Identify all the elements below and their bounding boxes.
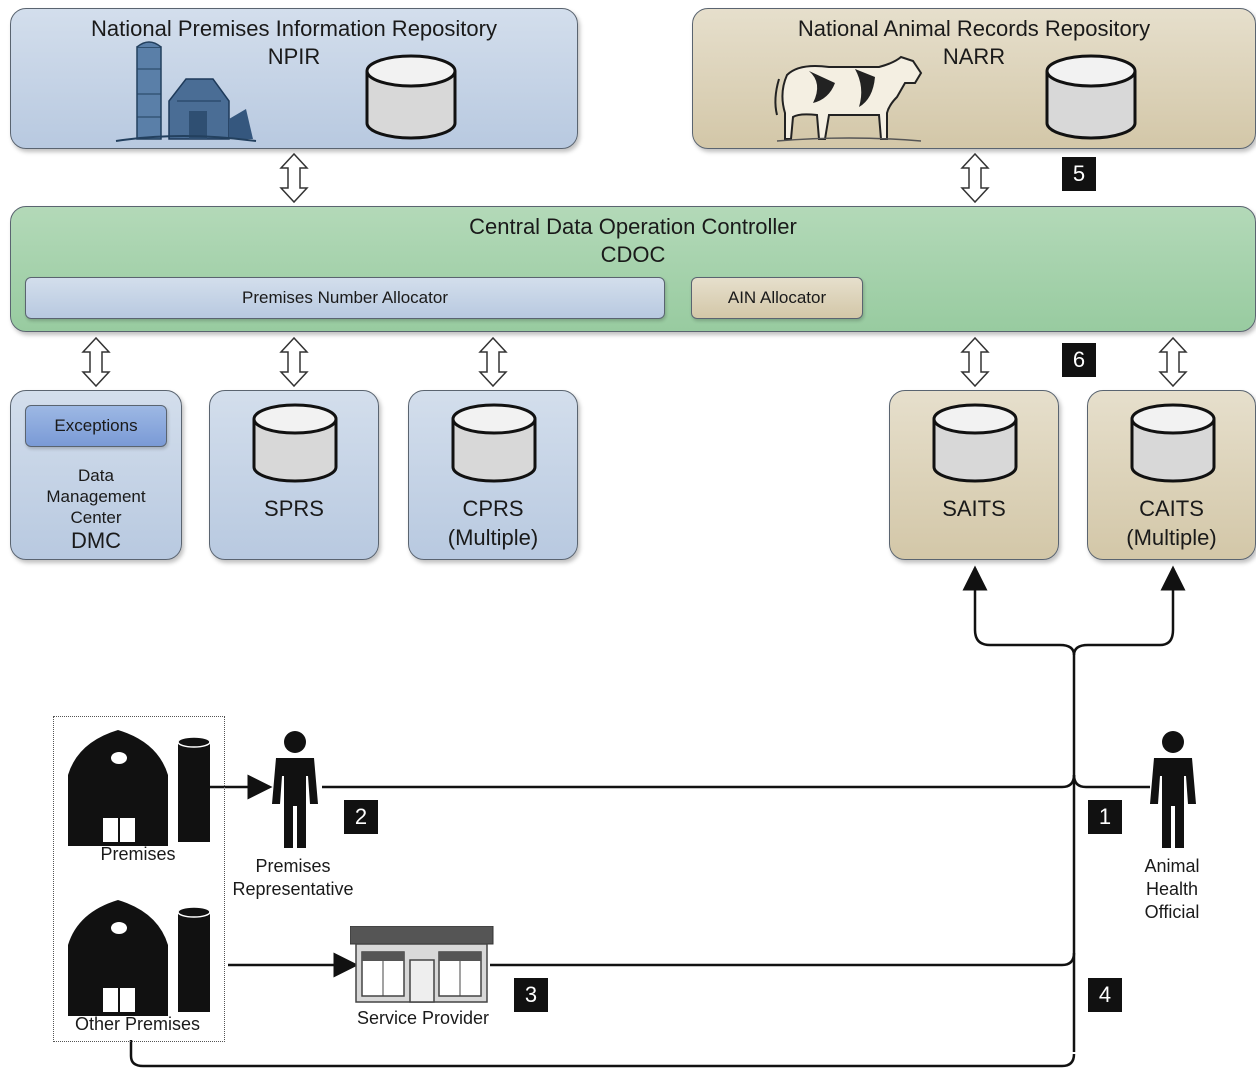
dmc-abbr: DMC: [70, 528, 122, 553]
aho-line3: Official: [1144, 902, 1200, 922]
aho-to-trunk-line: [1072, 774, 1150, 789]
farm-silo-illustration: [115, 41, 257, 142]
service-provider-storefront-icon: [350, 926, 494, 1003]
caits-feed-line: [1072, 565, 1186, 656]
cdoc-cprs-link: [479, 337, 507, 387]
saits-label: SAITS: [942, 496, 1006, 521]
cprs-database-icon: [451, 403, 537, 483]
step-badge-5: 5: [1062, 157, 1096, 191]
cdoc-sprs-link: [280, 337, 308, 387]
cdoc-title: Central Data Operation Controller: [469, 214, 797, 239]
provider-to-trunk-line: [490, 952, 1076, 967]
step-badge-1: 1: [1088, 800, 1122, 834]
cprs-sub: (Multiple): [447, 525, 539, 550]
cprs-label: CPRS: [462, 496, 524, 521]
saits-feed-line: [962, 565, 1076, 656]
narr-title: National Animal Records Repository: [797, 16, 1151, 41]
step-badge-3: 3: [514, 978, 548, 1012]
dmc-line1: Data: [78, 466, 114, 485]
caits-box: CAITS (Multiple): [1087, 390, 1256, 560]
premises-group: [53, 716, 225, 1042]
cdoc-box: Central Data Operation Controller CDOC P…: [10, 206, 1256, 332]
narr-box: National Animal Records Repository NARR: [692, 8, 1256, 149]
animal-health-official-person-icon: [1150, 731, 1196, 848]
cdoc-abbr: CDOC: [600, 242, 666, 267]
sprs-label: SPRS: [264, 496, 324, 521]
dmc-line3: Center: [70, 508, 122, 527]
service-provider-label: Service Provider: [356, 1008, 490, 1028]
npir-title: National Premises Information Repository: [91, 16, 497, 41]
premises-representative-person-icon: [272, 731, 318, 848]
ain-allocator: AIN Allocator: [691, 277, 863, 319]
aho-line2: Health: [1145, 879, 1199, 899]
other-premises-label: Other Premises: [74, 1014, 201, 1034]
narr-database-icon: [1045, 54, 1137, 140]
step-badge-2: 2: [344, 800, 378, 834]
rep-line1: Premises: [255, 856, 331, 876]
premises-number-allocator: Premises Number Allocator: [25, 277, 665, 319]
npir-database-icon: [365, 54, 457, 140]
cow-illustration: [774, 55, 923, 142]
step-badge-4: 4: [1088, 978, 1122, 1012]
premises-label: Premises: [100, 844, 176, 864]
other-premises-barn-icon: [68, 900, 211, 1016]
saits-box: SAITS: [889, 390, 1059, 560]
npir-abbr: NPIR: [267, 44, 321, 69]
caits-sub: (Multiple): [1126, 525, 1217, 550]
narr-cdoc-link: [961, 153, 989, 203]
cdoc-caits-link: [1159, 337, 1187, 387]
sprs-box: SPRS: [209, 390, 379, 560]
npir-cdoc-link: [280, 153, 308, 203]
exceptions-box: Exceptions: [25, 405, 167, 447]
dmc-line2: Management: [46, 487, 146, 506]
sprs-database-icon: [252, 403, 338, 483]
narr-abbr: NARR: [942, 44, 1006, 69]
aho-line1: Animal: [1144, 856, 1200, 876]
cprs-box: CPRS (Multiple): [408, 390, 578, 560]
cdoc-dmc-link: [82, 337, 110, 387]
dmc-box: Exceptions Data Management Center DMC: [10, 390, 182, 560]
direct-to-trunk-line: [129, 1040, 1076, 1068]
rep-to-trunk-line: [322, 774, 1076, 789]
cdoc-saits-link: [961, 337, 989, 387]
step-badge-6: 6: [1062, 343, 1096, 377]
npir-box: National Premises Information Repository…: [10, 8, 578, 149]
saits-database-icon: [932, 403, 1018, 483]
caits-database-icon: [1130, 403, 1216, 483]
rep-line2: Representative: [232, 879, 354, 899]
premises-barn-icon: [68, 730, 211, 846]
caits-label: CAITS: [1139, 496, 1204, 521]
